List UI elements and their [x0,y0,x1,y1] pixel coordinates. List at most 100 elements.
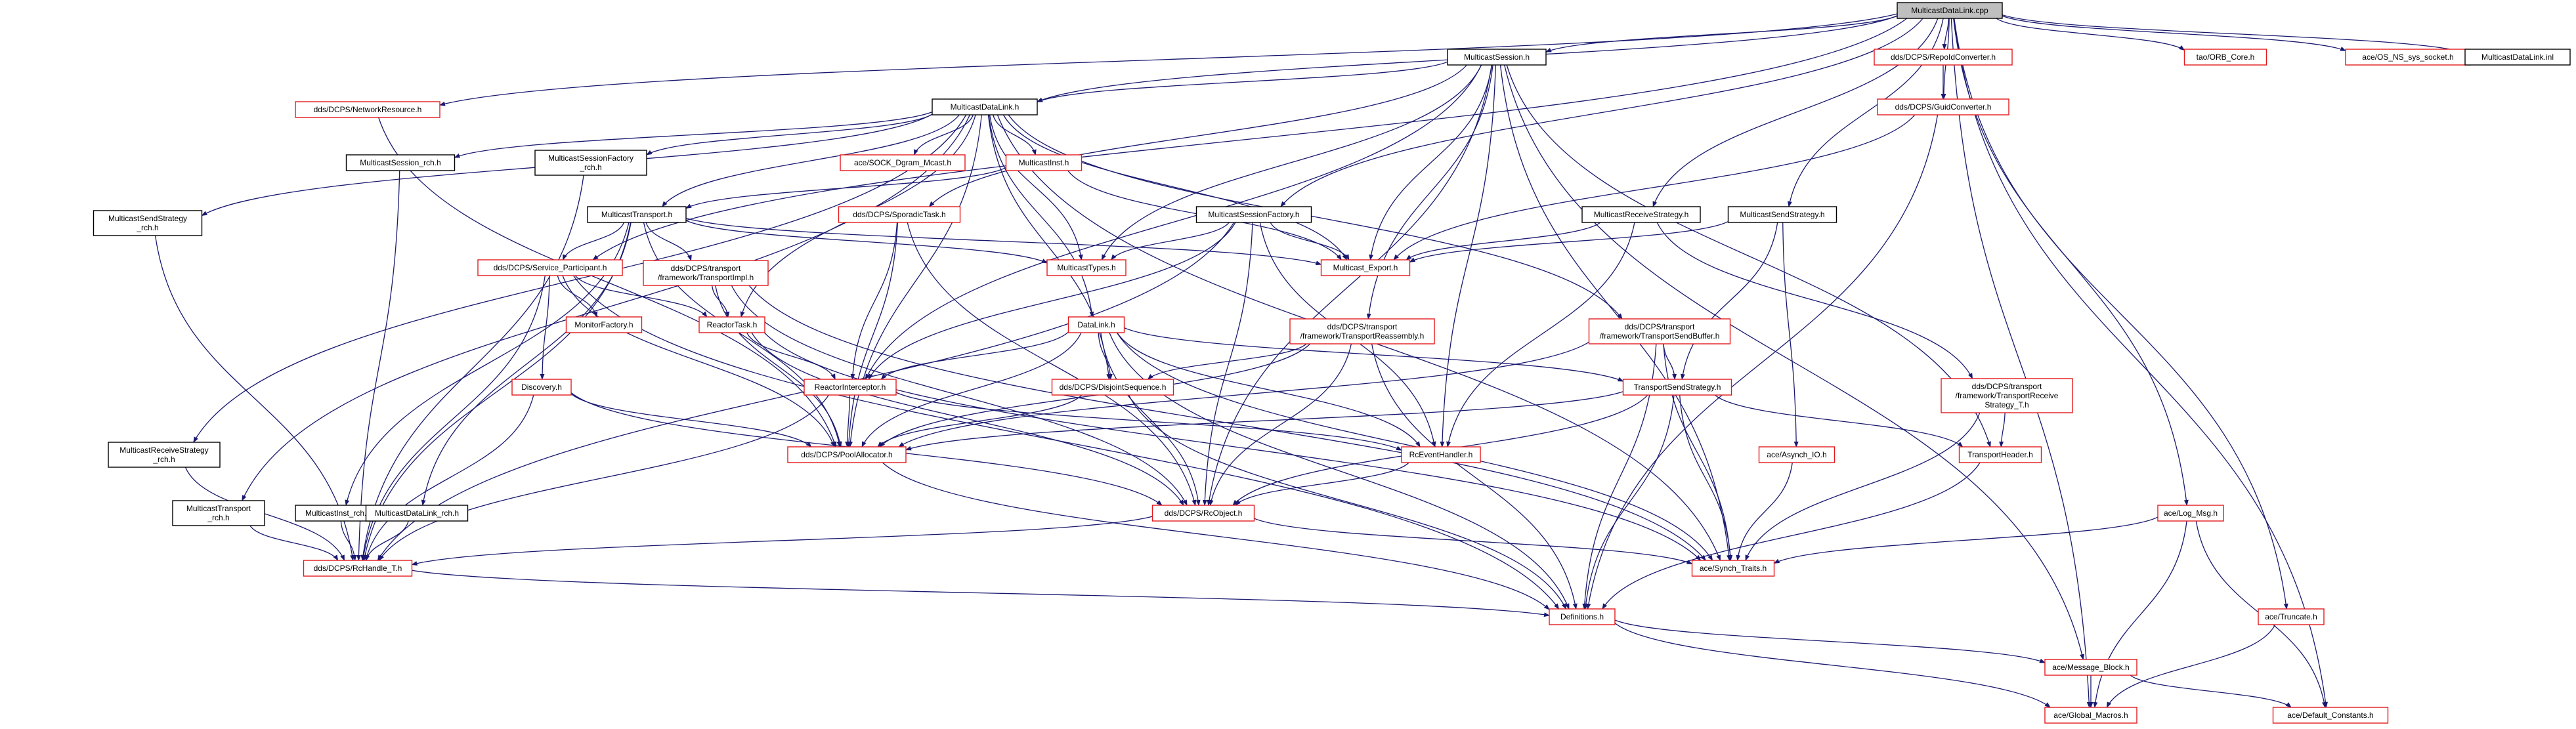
node-multicast-inst[interactable]: MulticastInst.h [1005,154,1083,171]
edges-layer [154,13,2466,708]
node-label: MulticastReceiveStrategy.h [1594,210,1689,219]
node-root[interactable]: MulticastDataLink.cpp [1897,2,2003,19]
node-transport-reassembly[interactable]: dds/DCPS/transport/framework/TransportRe… [1289,318,1435,344]
node-discovery[interactable]: Discovery.h [511,379,572,396]
node-disjoint-sequence[interactable]: dds/DCPS/DisjointSequence.h [1051,379,1174,396]
node-transport-receive-strategy-t[interactable]: dds/DCPS/transport/framework/TransportRe… [1941,378,2073,413]
node-box [838,206,961,223]
node-label: /framework/TransportImpl.h [658,273,754,282]
node-guid-converter[interactable]: dds/DCPS/GuidConverter.h [1877,98,2009,115]
edge-inst-rch-to-rc-handle-t [340,520,357,561]
node-box [1447,49,1547,66]
edge-discovery-to-rc-handle-t [364,394,534,561]
node-session-rch[interactable]: MulticastSession_rch.h [345,154,456,171]
edge-rc-event-handler-to-rc-object [1235,462,1409,506]
edge-root-to-network-resource [439,13,1898,106]
edge-root-to-session-factory [1280,18,1923,207]
edge-session-factory-to-multicast-types [1111,222,1230,260]
node-service-participant[interactable]: dds/DCPS/Service_Participant.h [477,259,623,276]
node-transport-send-strategy[interactable]: TransportSendStrategy.h [1622,379,1732,396]
node-sock-dgram-mcast[interactable]: ace/SOCK_Dgram_Mcast.h [840,154,966,171]
node-receive-strategy[interactable]: MulticastReceiveStrategy.h [1581,206,1701,223]
node-send-strategy-rch[interactable]: MulticastSendStrategy_rch.h [93,210,203,236]
node-label: MulticastSendStrategy.h [1740,210,1824,219]
node-multicast-session[interactable]: MulticastSession.h [1447,49,1547,66]
node-transport-send-buffer[interactable]: dds/DCPS/transport/framework/TransportSe… [1588,318,1731,344]
edge-log-msg-to-synch-traits [1773,516,2158,564]
node-rc-handle-t[interactable]: dds/DCPS/RcHandle_T.h [303,560,413,577]
node-asynch-io[interactable]: ace/Asynch_IO.h [1758,446,1835,463]
edge-multicast-datalink-h-to-sock-dgram-mcast [914,114,974,156]
node-label: dds/DCPS/DisjointSequence.h [1060,383,1167,392]
node-label: _rch.h [207,513,229,522]
edge-multicast-session-to-multicast-export [1369,64,1493,260]
edge-session-factory-to-multicast-export [1270,222,1350,260]
node-box [108,442,221,468]
node-send-strategy[interactable]: MulticastSendStrategy.h [1727,206,1837,223]
node-tao-orb-core[interactable]: tao/ORB_Core.h [2183,49,2267,66]
node-label: ace/Synch_Traits.h [1700,564,1767,573]
edge-asynch-io-to-synch-traits [1736,462,1793,561]
node-label: dds/DCPS/transport [1327,322,1398,331]
edge-reactor-task-to-reactor-interceptor [746,332,836,380]
node-reactor-task[interactable]: ReactorTask.h [698,316,765,333]
node-rc-object[interactable]: dds/DCPS/RcObject.h [1151,505,1255,522]
node-truncate[interactable]: ace/Truncate.h [2258,608,2325,625]
node-reactor-interceptor[interactable]: ReactorInterceptor.h [804,379,897,396]
edge-disjoint-sequence-to-pool-allocator [877,394,1083,448]
node-box [1401,446,1481,463]
node-log-msg[interactable]: ace/Log_Msg.h [2157,505,2224,522]
node-repoid-converter[interactable]: dds/DCPS/RepoIdConverter.h [1874,49,2013,66]
edge-multicast-transport-to-transport-impl [645,222,692,261]
node-label: dds/DCPS/GuidConverter.h [1895,102,1992,112]
edge-root-to-global-macros [1950,18,2092,708]
node-datalink-inl[interactable]: MulticastDataLink.inl [2464,49,2571,66]
node-definitions[interactable]: Definitions.h [1549,608,1616,625]
node-box [932,98,1038,115]
node-session-factory[interactable]: MulticastSessionFactory.h [1195,206,1312,223]
node-label: ace/Log_Msg.h [2164,509,2218,518]
node-transport-header[interactable]: TransportHeader.h [1958,446,2042,463]
node-multicast-types[interactable]: MulticastTypes.h [1046,259,1127,276]
node-network-resource[interactable]: dds/DCPS/NetworkResource.h [295,101,440,118]
edge-transport-send-strategy-to-transport-header [1714,394,1964,448]
node-message-block[interactable]: ace/Message_Block.h [2044,659,2137,676]
node-box [643,260,769,286]
node-transport-rch[interactable]: MulticastTransport_rch.h [172,500,265,526]
node-label: /framework/TransportSendBuffer.h [1600,331,1720,341]
node-transport-impl[interactable]: dds/DCPS/transport/framework/TransportIm… [643,260,769,286]
node-default-constants[interactable]: ace/Default_Constants.h [2272,707,2389,724]
edge-datalink-h-to-rc-event-handler [1117,332,1421,448]
node-box [698,316,765,333]
node-multicast-transport[interactable]: MulticastTransport.h [587,206,687,223]
node-multicast-export[interactable]: Multicast_Export.h [1320,259,1411,276]
edge-sporadic-task-to-pool-allocator [846,222,899,448]
edge-multicast-transport-to-service-participant [562,222,625,260]
edge-reactor-task-to-rc-object [751,332,1184,506]
node-label: dds/DCPS/Service_Participant.h [494,263,607,272]
node-session-factory-rch[interactable]: MulticastSessionFactory_rch.h [534,150,647,176]
node-multicast-datalink-h[interactable]: MulticastDataLink.h [932,98,1038,115]
node-global-macros[interactable]: ace/Global_Macros.h [2044,707,2137,724]
node-receive-strategy-rch[interactable]: MulticastReceiveStrategy_rch.h [108,442,221,468]
node-label: dds/DCPS/SporadicTask.h [853,210,945,219]
node-datalink-rch[interactable]: MulticastDataLink_rch.h [365,505,469,522]
node-synch-traits[interactable]: ace/Synch_Traits.h [1691,560,1775,577]
edge-multicast-datalink-h-to-multicast-inst [993,114,1037,156]
node-label: tao/ORB_Core.h [2197,52,2255,62]
node-monitor-factory[interactable]: MonitorFactory.h [565,316,643,333]
node-label: MulticastDataLink_rch.h [375,509,459,518]
node-os-ns-sys-socket[interactable]: ace/OS_NS_sys_socket.h [2345,49,2471,66]
node-box [2464,49,2571,66]
edge-transport-send-strategy-to-synch-traits [1679,394,1733,561]
edge-multicast-datalink-h-to-session-factory-rch [646,114,933,156]
node-pool-allocator[interactable]: dds/DCPS/PoolAllocator.h [787,446,907,463]
edge-reactor-interceptor-to-rc-handle-t [379,394,829,561]
node-box [1874,49,2013,66]
edge-multicast-session-to-transport-header [1506,64,1991,448]
node-rc-event-handler[interactable]: RcEventHandler.h [1401,446,1481,463]
node-box [1622,379,1732,396]
node-sporadic-task[interactable]: dds/DCPS/SporadicTask.h [838,206,961,223]
node-datalink-h[interactable]: DataLink.h [1067,316,1125,333]
edge-multicast-datalink-h-to-multicast-transport [662,114,960,207]
